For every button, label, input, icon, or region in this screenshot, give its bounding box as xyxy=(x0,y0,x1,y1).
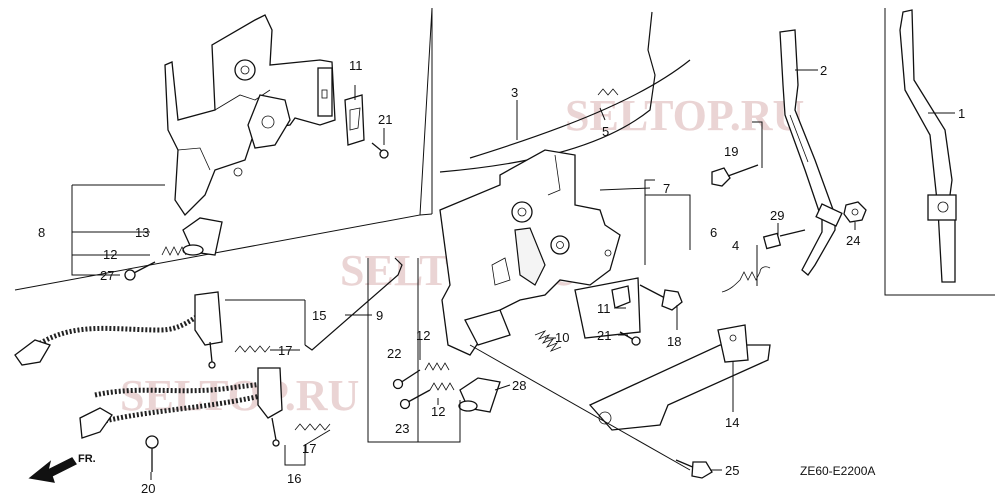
callout-4: 4 xyxy=(732,238,739,253)
callout-28: 28 xyxy=(512,378,526,393)
control-lever xyxy=(899,9,957,283)
callout-13: 13 xyxy=(135,225,149,240)
callout-21: 21 xyxy=(597,328,611,343)
clip xyxy=(574,277,641,339)
flange-bolt xyxy=(639,284,683,311)
callout-5: 5 xyxy=(602,124,609,139)
callout-27: 27 xyxy=(100,268,114,283)
clip xyxy=(344,94,365,146)
callout-14: 14 xyxy=(725,415,739,430)
callout-8: 8 xyxy=(38,225,45,240)
callout-3: 3 xyxy=(511,85,518,100)
callout-10: 10 xyxy=(555,330,569,345)
spring xyxy=(534,330,562,352)
watermark: SELTOP.RU xyxy=(120,371,359,420)
cable-assembly xyxy=(14,291,271,369)
callout-24: 24 xyxy=(846,233,860,248)
bolt xyxy=(145,435,159,472)
control-plate xyxy=(439,149,621,356)
arm-plate xyxy=(588,324,771,431)
screw xyxy=(619,331,641,346)
callout-20: 20 xyxy=(141,481,155,496)
callout-9: 9 xyxy=(376,308,383,323)
callout-12: 12 xyxy=(103,247,117,262)
flange-bolt xyxy=(711,164,759,187)
callout-23: 23 xyxy=(395,421,409,436)
callout-2: 2 xyxy=(820,63,827,78)
callout-29: 29 xyxy=(770,208,784,223)
cable-assembly xyxy=(79,367,331,447)
bolt xyxy=(399,389,431,410)
spring xyxy=(424,362,450,371)
spring xyxy=(429,382,455,391)
callout-12: 12 xyxy=(416,328,430,343)
leader-lines xyxy=(71,69,955,480)
diagram-code: ZE60-E2200A xyxy=(800,464,875,478)
callout-19: 19 xyxy=(724,144,738,159)
callout-16: 16 xyxy=(287,471,301,486)
callout-25: 25 xyxy=(725,463,739,478)
collar xyxy=(182,217,223,256)
collar xyxy=(458,377,501,413)
callout-21: 21 xyxy=(378,112,392,127)
frame-lines xyxy=(14,7,995,296)
front-direction-indicator: FR. xyxy=(28,453,96,483)
spring xyxy=(161,246,187,256)
callout-numbers: 1 2 3 4 5 6 7 8 9 10 11 11 12 12 12 13 1… xyxy=(38,58,965,496)
flange-bolt xyxy=(675,459,713,479)
watermark: SELTOP.RU xyxy=(565,91,804,140)
control-lever xyxy=(779,29,843,276)
callout-7: 7 xyxy=(663,181,670,196)
frame-lines xyxy=(367,258,461,443)
callout-11: 11 xyxy=(597,301,611,316)
control-cable xyxy=(439,11,691,173)
spring xyxy=(721,266,771,293)
nut xyxy=(843,201,867,223)
direction-label: FR. xyxy=(78,453,96,465)
callout-12: 12 xyxy=(431,404,445,419)
callout-17: 17 xyxy=(278,343,292,358)
bolt xyxy=(392,369,421,390)
callout-17: 17 xyxy=(302,441,316,456)
upper-bracket-assembly xyxy=(164,14,336,217)
callout-18: 18 xyxy=(667,334,681,349)
washer-bolt xyxy=(762,229,806,250)
callout-6: 6 xyxy=(710,225,717,240)
callout-1: 1 xyxy=(958,106,965,121)
bolt xyxy=(124,261,156,281)
screw xyxy=(371,142,389,159)
callout-11: 11 xyxy=(349,58,363,73)
callout-15: 15 xyxy=(312,308,326,323)
link-rod xyxy=(304,257,403,351)
callout-22: 22 xyxy=(387,346,401,361)
